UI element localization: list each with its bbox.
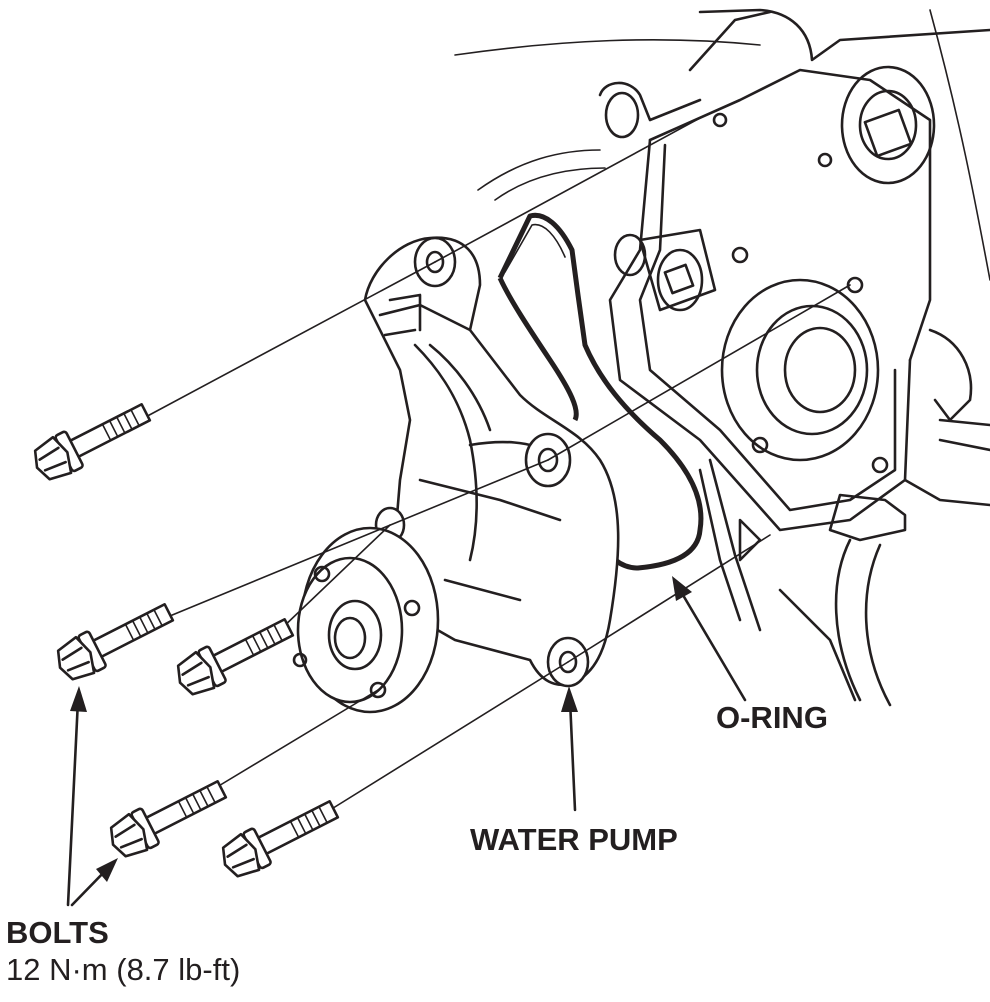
bolts-arrows [66,686,118,907]
bolts-label: BOLTS [6,915,109,950]
bolt-leader-lines [139,117,851,811]
bolt-4 [109,780,228,858]
o-ring-label: O-RING [716,700,828,735]
o-ring-arrow [672,576,747,702]
bolts-torque-spec: 12 N·m (8.7 lb-ft) [6,952,241,987]
o-ring [497,212,704,571]
bolt-3 [176,618,295,696]
water-pump [292,236,620,714]
bolt-2 [56,603,175,681]
water-pump-label: WATER PUMP [470,822,678,857]
bolt-5 [221,800,340,878]
water-pump-arrow [561,686,578,812]
engine-block [454,8,990,707]
bolt-1 [33,403,152,481]
